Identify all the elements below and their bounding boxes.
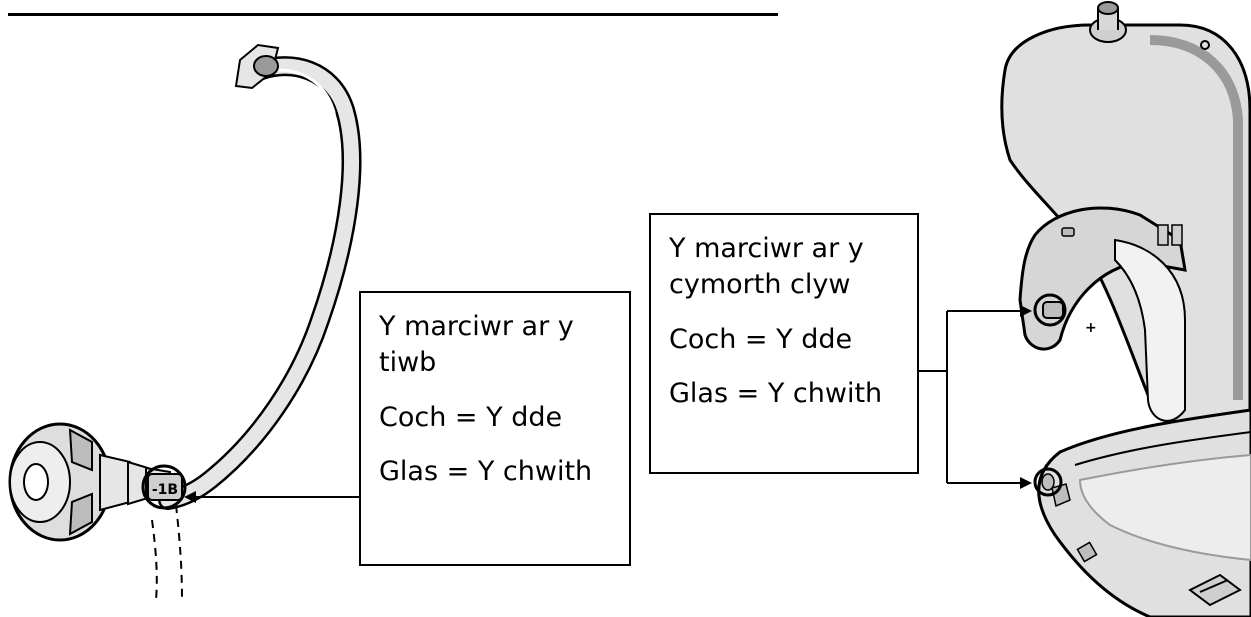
aid-label-blue: Glas = Y chwith [669, 378, 883, 410]
hearing-aid-upright: + [1000, 1, 1251, 446]
tube-tip [234, 43, 280, 90]
aid-label-heading: Y marciwr ar y cymorth clyw [669, 233, 864, 301]
aid-label-red: Coch = Y dde [669, 323, 853, 355]
tube-marker-label-box: Y marciwr ar y tiwb Coch = Y dde Glas = … [359, 291, 631, 566]
aid-marker-plus: + [1085, 320, 1097, 336]
tube-marker: -1B [141, 464, 187, 510]
tube-marker-text: -1B [152, 482, 178, 498]
tube-label-heading: Y marciwr ar y tiwb [379, 311, 574, 379]
aid-marker-label-box: Y marciwr ar y cymorth clyw Coch = Y dde… [649, 213, 919, 474]
hearing-aid-side [1033, 408, 1251, 617]
thin-tube [158, 56, 362, 510]
tube-label-blue: Glas = Y chwith [379, 456, 593, 488]
tube-lower [151, 504, 183, 601]
title-underline [8, 2, 778, 16]
connector-lines [184, 305, 1032, 503]
dome [8, 422, 171, 542]
tube-label-red: Coch = Y dde [379, 401, 563, 433]
